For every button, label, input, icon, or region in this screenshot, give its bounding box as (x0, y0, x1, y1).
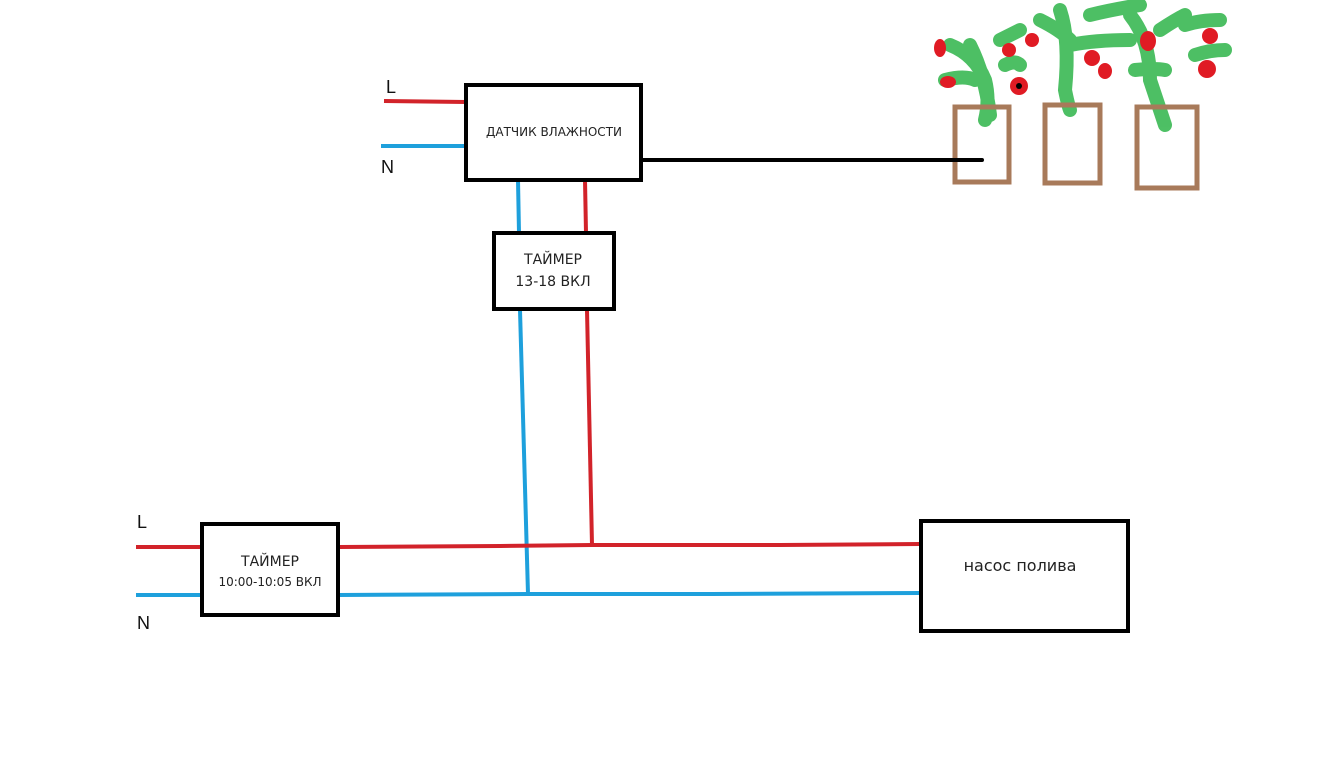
berry (1198, 60, 1216, 78)
timer-morning-box (200, 522, 340, 617)
neutral-bus (338, 591, 921, 597)
plant-pots (952, 102, 1200, 191)
berry (1098, 63, 1112, 79)
sensor-to-timer-neutral (516, 179, 521, 234)
top-neutral-label: N (381, 157, 394, 177)
bottom-neutral-label: N (137, 613, 150, 633)
berry (1084, 50, 1100, 66)
pot-2 (1042, 102, 1103, 186)
pump-box (919, 519, 1130, 633)
timer-day-box (492, 231, 616, 311)
top-phase-label: L (386, 77, 396, 97)
timer-day-line2: 13-18 ВКЛ (515, 274, 590, 290)
berry (1025, 33, 1039, 47)
berry-dark-center (1016, 83, 1022, 89)
timer-morning-line2: 10:00-10:05 ВКЛ (218, 575, 321, 589)
humidity-sensor-box (464, 83, 643, 182)
top-phase-wire (383, 99, 467, 104)
phase-bus (338, 542, 921, 549)
berry (940, 76, 956, 88)
timer-morning-line1: ТАЙМЕР (240, 552, 299, 570)
berry (1140, 31, 1156, 51)
plants-foliage (938, 0, 1232, 132)
timer-day-line1: ТАЙМЕР (523, 250, 582, 268)
berry (1002, 43, 1016, 57)
berries (934, 28, 1218, 95)
humidity-sensor-label: ДАТЧИК ВЛАЖНОСТИ (486, 125, 622, 139)
pot-1 (952, 104, 1012, 185)
berry (934, 39, 946, 57)
timer-to-bus-neutral (518, 309, 530, 595)
pump-label: насос полива (964, 556, 1077, 575)
timer-to-bus-phase (585, 309, 594, 546)
sensor-to-timer-phase (583, 179, 588, 234)
pot-3 (1134, 104, 1200, 191)
bottom-phase-label: L (137, 512, 147, 532)
berry (1202, 28, 1218, 44)
